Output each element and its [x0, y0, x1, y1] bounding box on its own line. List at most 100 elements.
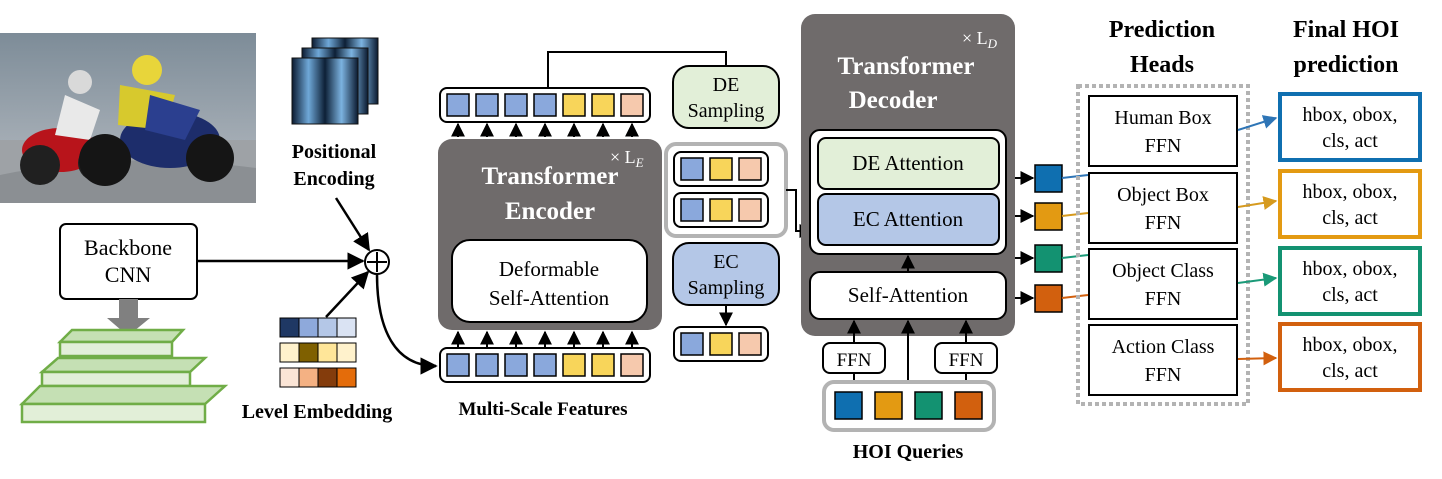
de-sampled-token: [680, 157, 704, 181]
prediction-head-box: [1088, 95, 1238, 167]
de-sampling-label-line1: DE: [713, 74, 740, 96]
deformable-label-line2: Self-Attention: [489, 286, 610, 310]
hoi-queries-group: [822, 380, 996, 432]
hoi-query-token: [874, 391, 903, 420]
query-ffn-left-label: FFN: [837, 350, 872, 371]
prediction-head-label: Object Class: [1112, 260, 1214, 282]
encoder-output-token: [446, 93, 470, 117]
sampled-token-rows: [673, 151, 769, 228]
positional-encoding-label-line1: Positional: [292, 141, 377, 163]
query-ffn-right-label: FFN: [949, 350, 984, 371]
prediction-head-ffn-label: FFN: [1145, 288, 1182, 310]
decoder-output-tokens: [1015, 164, 1089, 313]
hoi-query-token: [954, 391, 983, 420]
level-embedding-cell: [317, 367, 338, 388]
ec-attention-box: [817, 193, 1000, 246]
final-prediction-line1: hbox, obox,: [1303, 258, 1398, 280]
hoi-query-tokens: [834, 391, 983, 420]
add-to-features-arrow: [375, 273, 438, 375]
encoder-output-token: [620, 93, 644, 117]
hoi-query-token: [914, 391, 943, 420]
level-embedding-cell: [298, 342, 319, 363]
final-prediction-line1: hbox, obox,: [1303, 104, 1398, 126]
level-embedding-label: Level Embedding: [242, 401, 393, 423]
decoder-output-token: [1034, 202, 1063, 231]
ec-output-token: [738, 332, 762, 356]
self-attention-label: Self-Attention: [848, 283, 969, 307]
level-embedding-cell: [279, 367, 300, 388]
prediction-head-label: Human Box: [1114, 107, 1211, 129]
prediction-head-box: [1088, 172, 1238, 244]
feature-token: [533, 353, 557, 377]
final-prediction-line2: cls, act: [1322, 130, 1378, 152]
level-embedding-cell: [317, 317, 338, 338]
final-prediction-line2: cls, act: [1322, 284, 1378, 306]
deformable-label-line1: Deformable: [499, 257, 599, 281]
encoder-output-token: [504, 93, 528, 117]
positional-encoding-label-line2: Encoding: [293, 168, 374, 190]
backbone-label-line2: CNN: [105, 262, 152, 287]
de-sampled-token: [709, 157, 733, 181]
multi-scale-feature-tokens: [439, 347, 651, 383]
backbone-down-arrow: [107, 299, 150, 336]
final-prediction-line2: cls, act: [1322, 360, 1378, 382]
ec-sampled-token: [738, 198, 762, 222]
multi-scale-features-label: Multi-Scale Features: [458, 399, 627, 420]
prediction-head-ffn-label: FFN: [1145, 135, 1182, 157]
prediction-head-ffn-label: FFN: [1145, 364, 1182, 386]
decoder-title-line2: Decoder: [849, 87, 938, 114]
decoder-output-token: [1034, 284, 1063, 313]
ec-attention-label: EC Attention: [853, 207, 964, 231]
final-prediction-box: [1278, 246, 1422, 316]
level-embedding-cell: [298, 367, 319, 388]
encoder-title-line1: Transformer: [482, 163, 619, 190]
hoi-query-token: [834, 391, 863, 420]
ec-sampled-tokens: [673, 326, 769, 362]
prediction-heads-title-line2: Heads: [1130, 52, 1194, 78]
ec-sampling-label-line1: EC: [713, 251, 739, 273]
hoi-queries-label: HOI Queries: [853, 441, 964, 463]
final-title-line2: prediction: [1294, 52, 1399, 78]
input-image: [0, 33, 256, 203]
level-embedding-cell: [336, 342, 357, 363]
prediction-heads-group: [1076, 84, 1250, 406]
feature-token: [446, 353, 470, 377]
feature-token: [562, 353, 586, 377]
deformable-self-attention-box: [451, 239, 648, 323]
level-embedding-cell: [279, 342, 300, 363]
feature-token: [620, 353, 644, 377]
decoder-title-line1: Transformer: [838, 53, 975, 80]
de-sampling-box: [672, 65, 780, 129]
final-prediction-box: [1278, 92, 1422, 162]
decoder-layers-label: × LD: [962, 28, 998, 51]
positional-encoding-icon: [291, 37, 379, 125]
decoder-output-token: [1034, 164, 1063, 193]
de-sampling-label-line2: Sampling: [688, 100, 765, 122]
ec-output-token: [680, 332, 704, 356]
final-prediction-boxes: hbox, obox, cls, act hbox, obox, cls, act hb…: [1278, 92, 1422, 392]
encoder-output-token: [475, 93, 499, 117]
encoder-to-sampling-connector: [547, 51, 727, 87]
de-sampled-token: [738, 157, 762, 181]
final-title-line1: Final HOI: [1293, 17, 1399, 43]
encoder-title-line2: Encoder: [505, 198, 595, 225]
prediction-head-label: Object Box: [1117, 184, 1209, 206]
level-embedding-cell: [298, 317, 319, 338]
final-prediction-line2: cls, act: [1322, 207, 1378, 229]
final-prediction-box: [1278, 169, 1422, 239]
ec-sampling-label-line2: Sampling: [688, 277, 765, 299]
final-prediction-line1: hbox, obox,: [1303, 181, 1398, 203]
ec-sampled-token: [709, 198, 733, 222]
prediction-head-label: Action Class: [1112, 336, 1215, 358]
prediction-head-box: [1088, 324, 1238, 396]
level-embedding-grid: [279, 317, 357, 388]
level-embedding-cell: [317, 342, 338, 363]
encoder-output-tokens: [439, 87, 651, 123]
prediction-head-box: [1088, 248, 1238, 320]
ec-output-token: [709, 332, 733, 356]
posenc-to-add-arrow: [334, 197, 371, 252]
self-attention-box: [809, 271, 1007, 320]
level-embedding-cell: [336, 317, 357, 338]
